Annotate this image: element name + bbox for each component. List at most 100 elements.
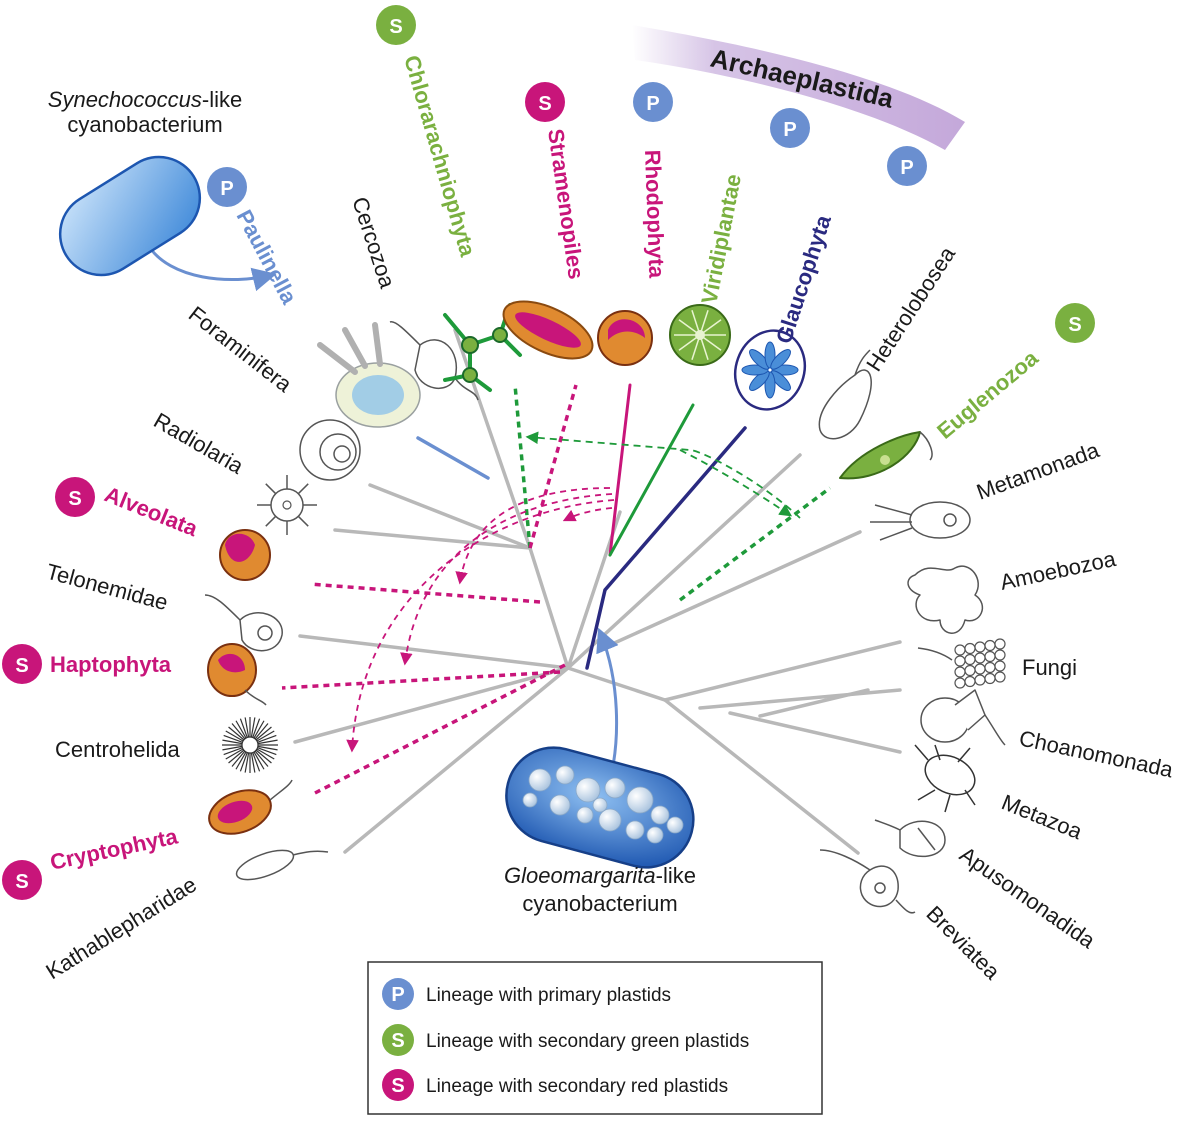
badge-red: S bbox=[525, 82, 565, 122]
label-cercozoa: Cercozoa bbox=[347, 194, 400, 292]
bubble bbox=[528, 768, 552, 792]
choanomonada-icon bbox=[920, 689, 1006, 746]
metamonada-icon bbox=[870, 501, 971, 541]
badge-primary: P bbox=[887, 146, 927, 186]
label-telonemidae: Telonemidae bbox=[44, 559, 171, 615]
apusomonadida-icon bbox=[874, 819, 946, 858]
svg-text:S: S bbox=[538, 93, 551, 115]
badge-green: S bbox=[1055, 303, 1095, 343]
bubble bbox=[625, 820, 645, 840]
synechococcus-cyanobacterium: Synechococcus-like cyanobacterium bbox=[48, 87, 242, 277]
label-radiolaria: Radiolaria bbox=[150, 408, 249, 480]
gloeomargarita-label: Gloeomargarita-like bbox=[504, 863, 696, 888]
fungi-icon bbox=[917, 638, 1006, 689]
svg-text:S: S bbox=[68, 488, 81, 510]
organism-icons bbox=[204, 300, 1006, 914]
bubble bbox=[575, 777, 601, 803]
euglenozoa-icon bbox=[839, 431, 933, 480]
cryptophyta-icon bbox=[208, 779, 293, 835]
synechococcus-label: Synechococcus-like bbox=[48, 87, 242, 112]
alveolata-icon bbox=[219, 529, 271, 581]
label-choanomonada: Choanomonada bbox=[1017, 725, 1176, 782]
chlorarachniophyta-icon bbox=[443, 303, 522, 392]
bubble bbox=[592, 797, 608, 813]
label-fungi: Fungi bbox=[1022, 655, 1077, 680]
viridiplantae-icon bbox=[669, 304, 731, 366]
bubble bbox=[626, 786, 654, 814]
svg-text:S: S bbox=[1068, 314, 1081, 336]
bubble bbox=[650, 805, 670, 825]
svg-text:Lineage with primary plastids: Lineage with primary plastids bbox=[426, 985, 671, 1006]
label-centrohelida: Centrohelida bbox=[55, 737, 181, 762]
gloeomargarita-cyanobacterium: Gloeomargarita-like cyanobacterium bbox=[504, 746, 696, 916]
paulinella-icon bbox=[317, 322, 421, 428]
label-cryptophyta: Cryptophyta bbox=[48, 823, 181, 875]
badge-primary: P bbox=[207, 167, 247, 207]
svg-text:P: P bbox=[900, 157, 913, 179]
svg-text:P: P bbox=[220, 178, 233, 200]
label-amoebozoa: Amoebozoa bbox=[998, 546, 1119, 595]
bubble bbox=[666, 816, 684, 834]
label-metamonada: Metamonada bbox=[973, 437, 1103, 505]
bubble bbox=[549, 794, 571, 816]
label-paulinella: Paulinella bbox=[232, 206, 303, 309]
badge-red: S bbox=[55, 477, 95, 517]
label-haptophyta: Haptophyta bbox=[50, 652, 172, 677]
bubble bbox=[646, 826, 664, 844]
bubble bbox=[522, 792, 538, 808]
svg-text:Lineage with secondary green p: Lineage with secondary green plastids bbox=[426, 1031, 749, 1052]
label-chlorarachniophyta: Chlorarachniophyta bbox=[399, 52, 481, 259]
metazoa-icon bbox=[914, 744, 976, 813]
svg-text:Lineage with secondary red pla: Lineage with secondary red plastids bbox=[426, 1076, 728, 1097]
gloeomargarita-label-line2: cyanobacterium bbox=[522, 891, 677, 916]
svg-text:P: P bbox=[391, 984, 404, 1006]
svg-text:S: S bbox=[391, 1075, 404, 1097]
label-breviatea: Breviatea bbox=[921, 901, 1005, 985]
svg-text:S: S bbox=[391, 1030, 404, 1052]
label-alveolata: Alveolata bbox=[101, 481, 202, 541]
label-viridiplantae: Viridiplantae bbox=[696, 172, 746, 306]
badge-red: S bbox=[2, 644, 42, 684]
legend-secondary-green: S Lineage with secondary green plastids bbox=[382, 1024, 749, 1056]
svg-text:S: S bbox=[15, 655, 28, 677]
plastid-branches bbox=[416, 383, 747, 670]
synechococcus-label-line2: cyanobacterium bbox=[67, 112, 222, 137]
archaeplastida-label: Archaeplastida bbox=[708, 43, 897, 114]
tree-branches bbox=[293, 328, 902, 855]
stramenopiles-icon bbox=[502, 300, 594, 360]
radiolaria-icon bbox=[257, 475, 317, 535]
bubble bbox=[598, 808, 622, 832]
bubble bbox=[555, 765, 575, 785]
badge-red: S bbox=[2, 860, 42, 900]
svg-text:P: P bbox=[646, 93, 659, 115]
badge-primary: P bbox=[770, 108, 810, 148]
badge-primary: P bbox=[633, 82, 673, 122]
bubble bbox=[604, 777, 626, 799]
label-rhodophyta: Rhodophyta bbox=[640, 149, 669, 279]
haptophyta-icon bbox=[207, 643, 267, 706]
secondary-endosymbiosis-lines bbox=[281, 384, 832, 795]
label-heterolobosea: Heterolobosea bbox=[861, 241, 960, 375]
centrohelida-icon bbox=[222, 717, 278, 773]
rhodophyta-icon bbox=[597, 310, 653, 366]
legend-secondary-red: S Lineage with secondary red plastids bbox=[382, 1069, 728, 1101]
amoebozoa-icon bbox=[907, 565, 984, 634]
foraminifera-icon bbox=[299, 419, 361, 481]
badge-green: S bbox=[376, 5, 416, 45]
label-glaucophyta: Glaucophyta bbox=[771, 211, 836, 346]
kathablepharidae-icon bbox=[235, 849, 329, 881]
label-euglenozoa: Euglenozoa bbox=[932, 345, 1043, 444]
legend: P Lineage with primary plastids S Lineag… bbox=[367, 961, 823, 1115]
telonemidae-icon bbox=[204, 594, 283, 652]
legend-primary: P Lineage with primary plastids bbox=[382, 978, 671, 1010]
label-metazoa: Metazoa bbox=[998, 789, 1086, 844]
bubble bbox=[576, 806, 594, 824]
label-foraminifera: Foraminifera bbox=[184, 301, 297, 397]
glaucophyta-icon bbox=[733, 329, 807, 411]
heterolobosea-icon bbox=[818, 349, 872, 440]
breviatea-icon bbox=[819, 849, 916, 914]
label-kathablepharidae: Kathablepharidae bbox=[41, 872, 201, 985]
svg-text:S: S bbox=[389, 16, 402, 38]
label-apusomonadida: Apusomonadida bbox=[955, 842, 1100, 954]
